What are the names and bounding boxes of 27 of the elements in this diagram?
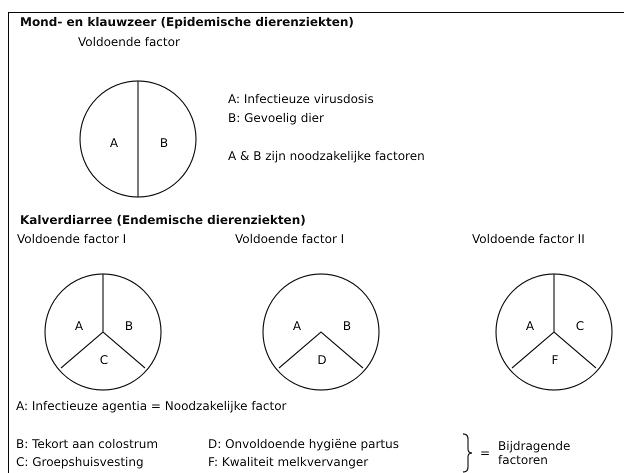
sector-letter: D — [317, 353, 327, 367]
pie-caption: Voldoende factor II — [472, 232, 585, 246]
sector-letter: A — [110, 136, 118, 150]
legend-text: B: Gevoelig dier — [228, 111, 324, 125]
sector-letter: B — [160, 136, 168, 150]
section-heading: Kalverdiarree (Endemische dierenziekten) — [20, 213, 306, 227]
note-text: A & B zijn noodzakelijke factoren — [228, 149, 425, 163]
pie-caption: Voldoende factor I — [235, 232, 344, 246]
equals-sign: = — [480, 446, 490, 460]
legend-text: C: Groepshuisvesting — [16, 455, 144, 469]
sector-letter: F — [552, 353, 558, 367]
sector-letter: C — [100, 353, 108, 367]
legend-text: B: Tekort aan colostrum — [16, 437, 158, 451]
sector-letter: A — [526, 319, 534, 333]
legend-text: A: Infectieuze virusdosis — [228, 92, 374, 106]
sector-letter: A — [74, 319, 84, 333]
legend-text: D: Onvoldoende hygiëne partus — [208, 437, 399, 451]
legend-text: A: Infectieuze agentia = Noodzakelijke factor — [16, 399, 286, 413]
pie-caption: Voldoende factor I — [17, 232, 126, 246]
legend-text: Bijdragende factoren — [498, 439, 572, 467]
sector-letter: B — [342, 319, 352, 333]
legend-text: F: Kwaliteit melkvervanger — [208, 455, 368, 469]
sector-letter: C — [576, 319, 584, 333]
pie-caption: Voldoende factor — [78, 35, 180, 49]
section-heading: Mond- en klauwzeer (Epidemische dierenziekten) — [20, 15, 354, 29]
sector-letter: B — [124, 319, 134, 333]
sector-letter: A — [292, 319, 302, 333]
